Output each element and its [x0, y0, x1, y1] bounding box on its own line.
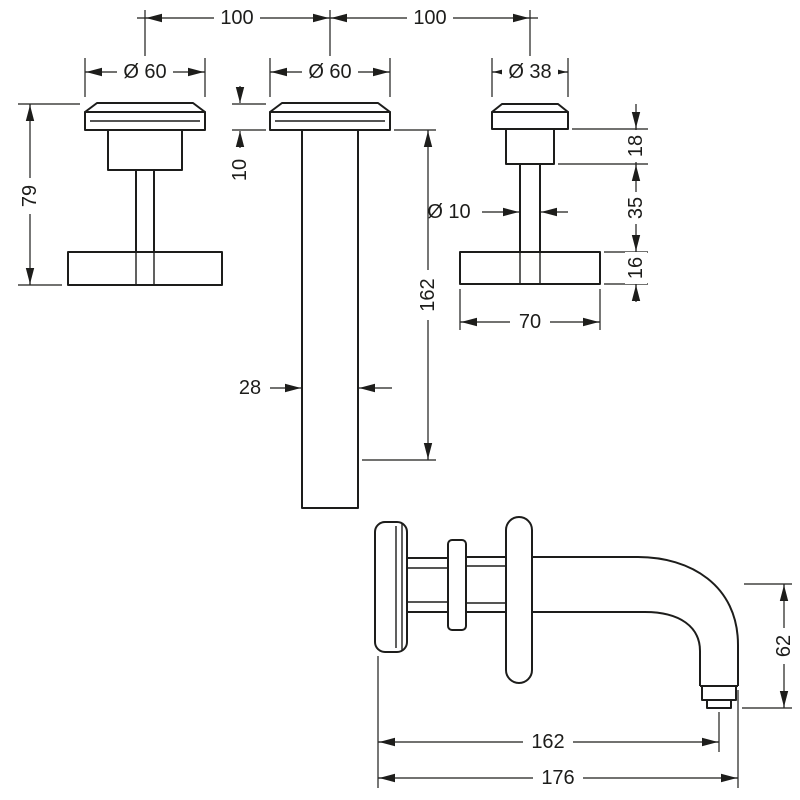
label-mask: [117, 61, 173, 83]
label-mask: [523, 731, 573, 753]
right-escutcheon: [491, 111, 569, 130]
spout-outer-profile: [466, 556, 739, 686]
dim-stem-dia-label: Ø 10: [427, 201, 470, 223]
label-mask: [302, 61, 358, 83]
dim-dia-right-label: Ø 38: [508, 61, 551, 83]
dim-dia-left: Ø 60: [84, 58, 206, 97]
dim-spout-length: 162: [362, 129, 439, 461]
dim-dia-left-label: Ø 60: [123, 61, 166, 83]
side-view: [374, 516, 739, 709]
label-mask: [19, 178, 41, 214]
dim-handle-height: 79: [18, 103, 80, 286]
dim-spout-width: 28: [239, 377, 392, 399]
dim-dia-center: Ø 60: [269, 58, 391, 97]
right-handle-bar: [459, 251, 601, 285]
spout-escutcheon-bevel: [269, 102, 391, 113]
dim-escutcheon-height-label: 10: [229, 159, 251, 181]
label-mask: [417, 270, 439, 320]
aerator-tip: [706, 699, 732, 709]
spout-front: [269, 102, 391, 509]
label-mask: [510, 311, 550, 333]
label-mask: [625, 192, 647, 224]
front-view: [67, 102, 601, 509]
label-mask: [625, 130, 647, 162]
aerator-ring: [701, 685, 737, 701]
label-mask: [533, 767, 583, 789]
dim-right-hub-height-label: 18: [625, 135, 647, 157]
left-handle-bar: [67, 251, 223, 286]
left-handle-front: [67, 102, 223, 286]
right-escutcheon-bevel: [491, 103, 569, 113]
dim-right-bar-height-label: 16: [625, 257, 647, 279]
dim-handle-height-label: 79: [19, 185, 41, 207]
dim-reach-aerator: 162: [377, 656, 720, 788]
left-handle-stem: [135, 169, 155, 253]
wall-escutcheon-side: [374, 521, 408, 653]
dim-spacing: 100 100: [137, 7, 538, 56]
label-mask: [407, 7, 453, 29]
right-handle-hub: [505, 128, 555, 165]
dim-escutcheon-height: 10: [229, 86, 266, 181]
dim-bar-width-label: 70: [519, 311, 541, 333]
spout-inner-profile: [466, 611, 701, 686]
label-mask: [625, 252, 647, 284]
left-handle-hub: [107, 129, 183, 171]
label-mask: [214, 7, 260, 29]
dim-spout-drop-label: 62: [773, 635, 795, 657]
label-mask: [773, 628, 795, 664]
label-mask: [502, 61, 558, 83]
dim-right-chain: 18 35 16: [558, 104, 648, 302]
dim-bar-width: 70: [459, 289, 601, 333]
dim-spacing-left-label: 100: [220, 7, 253, 29]
dim-dia-right: Ø 38: [491, 58, 569, 97]
dim-right-stem-length-label: 35: [625, 197, 647, 219]
dim-reach-aerator-label: 162: [531, 731, 564, 753]
dim-spacing-right-label: 100: [413, 7, 446, 29]
spout-body-front: [301, 129, 359, 509]
dim-spout-width-label: 28: [239, 377, 261, 399]
dim-spout-length-label: 162: [417, 278, 439, 311]
handle-bar-side: [505, 516, 533, 684]
dim-stem-dia: Ø 10: [427, 201, 568, 223]
spout-flange-side: [447, 539, 467, 631]
right-handle-stem: [519, 163, 541, 253]
left-escutcheon-bevel: [84, 102, 206, 113]
dimension-annotations: 100 100 Ø 60 Ø 60: [18, 7, 795, 789]
dim-reach-total-label: 176: [541, 767, 574, 789]
right-handle-front: [459, 103, 601, 285]
dim-reach-total: 176: [378, 690, 739, 789]
dim-dia-center-label: Ø 60: [308, 61, 351, 83]
dim-spout-drop: 62: [742, 583, 795, 709]
